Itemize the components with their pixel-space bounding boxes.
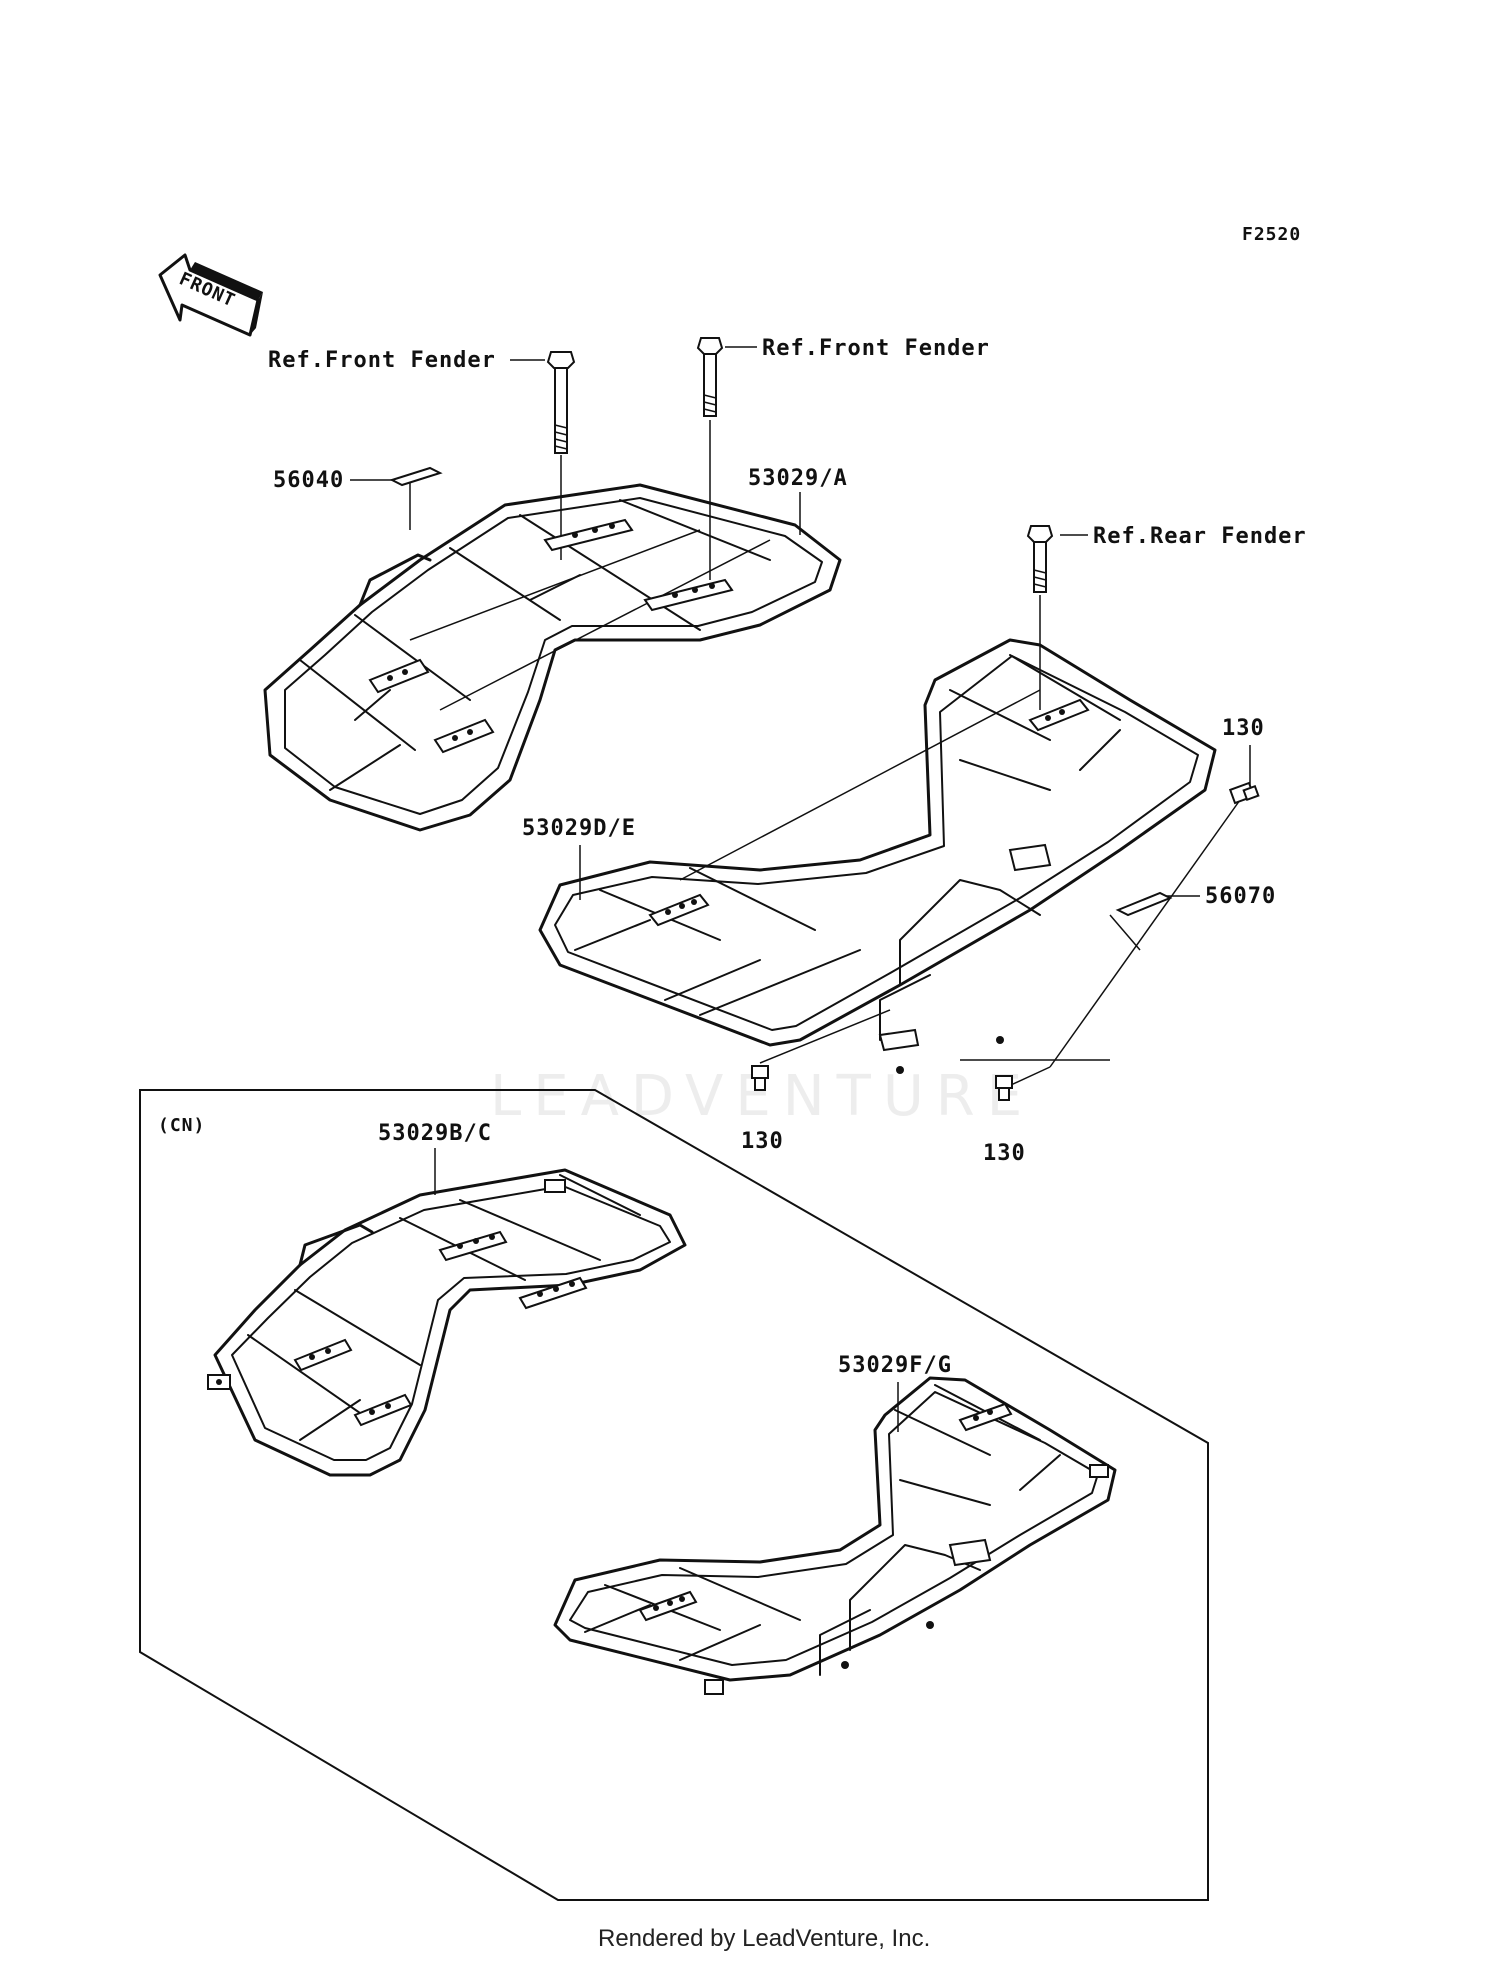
callout-130-bottom-left: 130 <box>741 1129 784 1154</box>
front-arrow-icon: FRONT <box>158 253 263 337</box>
screw-130-right <box>1228 781 1260 805</box>
callout-ref-front-fender-right: Ref.Front Fender <box>762 336 990 361</box>
callout-56040: 56040 <box>273 468 344 493</box>
front-carrier-53029-a <box>263 483 842 832</box>
screw-130-bottom-left <box>751 1065 769 1091</box>
front-carrier-53029-bc <box>207 1168 687 1477</box>
callout-56070: 56070 <box>1205 884 1276 909</box>
label-strip-56070-icon <box>1115 891 1173 917</box>
rear-carrier-53029-fg <box>553 1376 1117 1695</box>
cn-region-label: (CN) <box>158 1115 205 1136</box>
bolt-front-right <box>696 337 724 417</box>
label-strip-56040-icon <box>389 466 443 487</box>
bolt-rear <box>1026 525 1054 593</box>
callout-53029-bc: 53029B/C <box>378 1121 492 1146</box>
bolt-front-left <box>546 351 576 454</box>
rear-carrier-53029-de <box>538 638 1217 1074</box>
callout-53029-fg: 53029F/G <box>838 1353 952 1378</box>
callout-ref-rear-fender: Ref.Rear Fender <box>1093 524 1307 549</box>
callout-53029-a: 53029/A <box>748 466 848 491</box>
footer-credit: Rendered by LeadVenture, Inc. <box>598 1925 930 1952</box>
leader-lines <box>350 346 1251 1432</box>
callout-130-right: 130 <box>1222 716 1265 741</box>
screw-130-bottom-right <box>995 1075 1013 1101</box>
cn-inset-box <box>139 1089 1209 1901</box>
callout-130-bottom-right: 130 <box>983 1141 1026 1166</box>
callout-53029-de: 53029D/E <box>522 816 636 841</box>
figure-code: F2520 <box>1242 224 1301 245</box>
callout-ref-front-fender-left: Ref.Front Fender <box>268 348 496 373</box>
